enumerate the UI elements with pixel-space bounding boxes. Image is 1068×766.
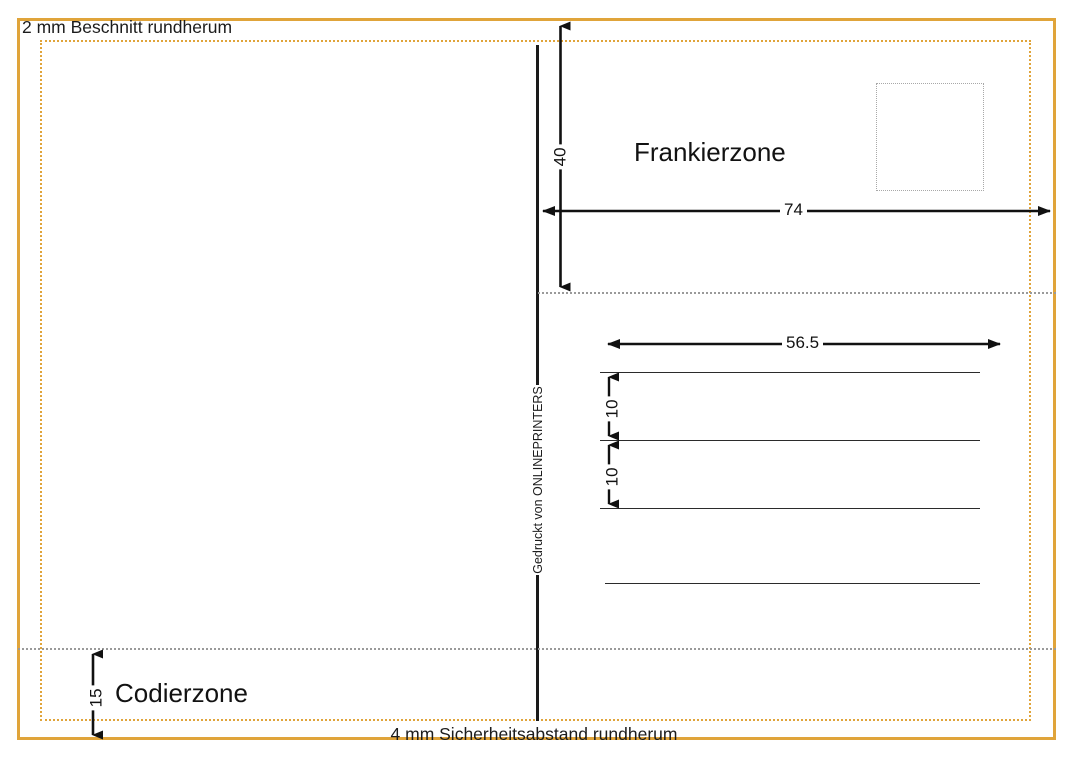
frankierzone-bottom-guide (538, 292, 1056, 294)
frankierzone-title: Frankierzone (634, 137, 786, 167)
dimension-label-74: 74 (780, 201, 807, 219)
codierzone-title: Codierzone (115, 678, 248, 708)
center-divider-line (536, 45, 539, 721)
dimension-label-15: 15 (85, 685, 108, 711)
bleed-label: 2 mm Beschnitt rundherum (22, 17, 233, 37)
dimension-label-56-5: 56.5 (782, 334, 824, 352)
address-line-1 (600, 372, 980, 373)
dimension-label-10-first: 10 (601, 396, 624, 422)
codierzone-top-guide (18, 648, 1056, 650)
stamp-placeholder-box (876, 83, 984, 191)
address-line-2 (600, 440, 980, 441)
dimension-label-40: 40 (549, 144, 572, 170)
imprint-text-container: Gedruckt von ONLINEPRINTERS (530, 385, 546, 575)
bleed-frame (17, 18, 1056, 740)
safety-margin-label: 4 mm Sicherheitsabstand rundherum (390, 724, 678, 744)
address-line-3 (600, 508, 980, 509)
address-line-4 (605, 583, 980, 584)
dimension-label-10-second: 10 (601, 464, 624, 490)
safety-margin-frame (40, 40, 1031, 721)
imprint-text: Gedruckt von ONLINEPRINTERS (531, 386, 545, 574)
